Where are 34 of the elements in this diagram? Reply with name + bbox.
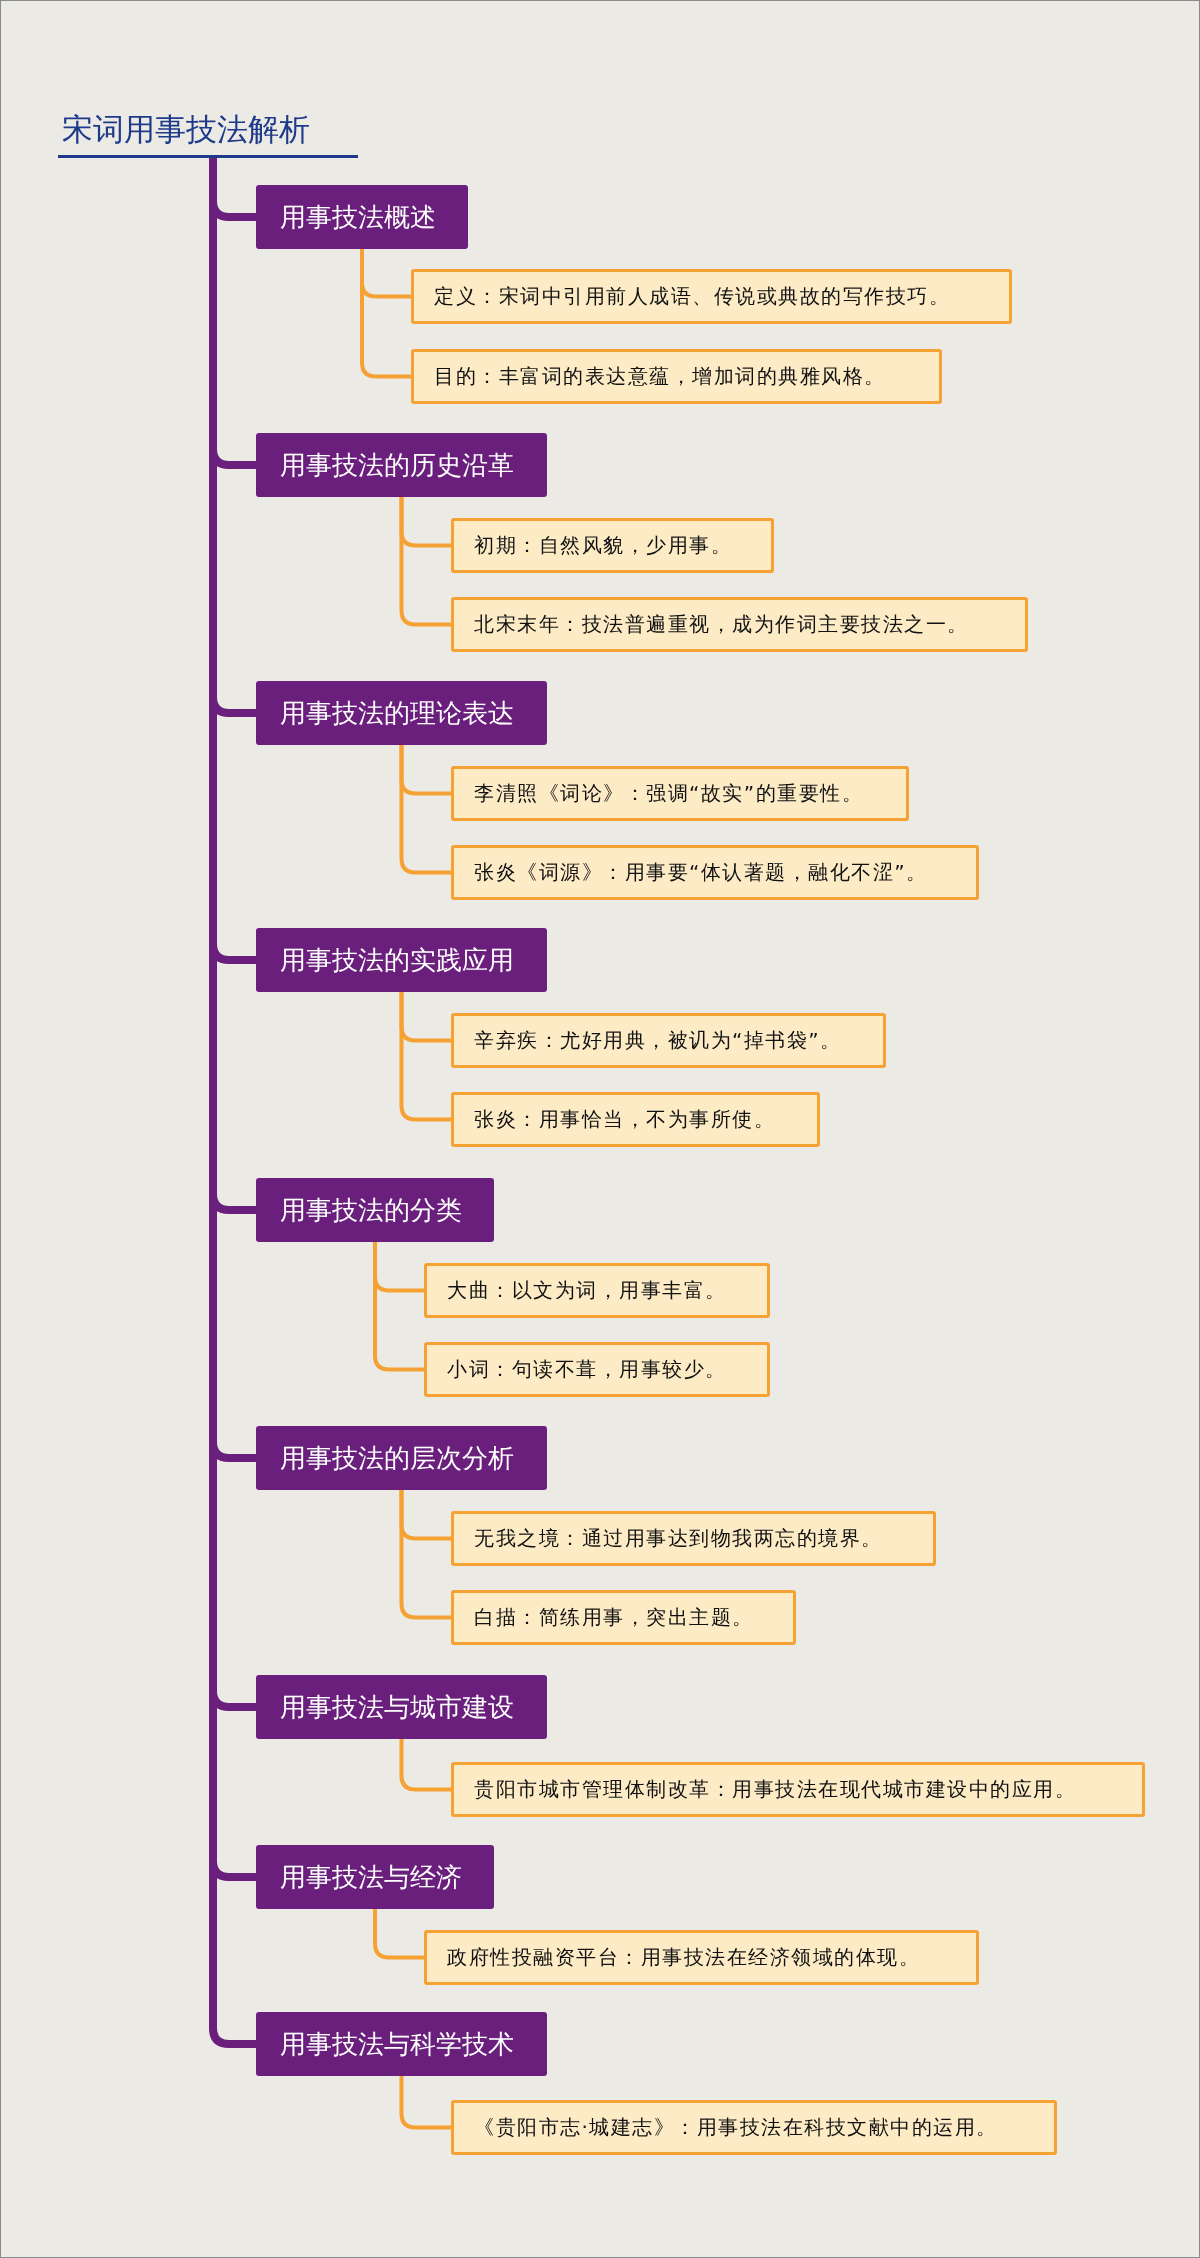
subtopic-box: 无我之境：通过用事达到物我两忘的境界。 xyxy=(451,1511,936,1566)
topic-box: 用事技法的分类 xyxy=(256,1178,494,1242)
subtopic-box: 目的：丰富词的表达意蕴，增加词的典雅风格。 xyxy=(411,349,942,404)
branch-line xyxy=(399,1490,451,1620)
branch-line xyxy=(399,2076,451,2130)
subtopic-box: 定义：宋词中引用前人成语、传说或典故的写作技巧。 xyxy=(411,269,1012,324)
branch-line xyxy=(399,1739,451,1792)
branch-line xyxy=(399,497,451,627)
topic-box: 用事技法与城市建设 xyxy=(256,1675,547,1739)
subtopic-box: 辛弃疾：尤好用典，被讥为“掉书袋”。 xyxy=(451,1013,886,1068)
subtopic-box: 《贵阳市志·城建志》：用事技法在科技文献中的运用。 xyxy=(451,2100,1057,2155)
topic-box: 用事技法与经济 xyxy=(256,1845,494,1909)
topic-box: 用事技法的层次分析 xyxy=(256,1426,547,1490)
topic-box: 用事技法概述 xyxy=(256,185,468,249)
subtopic-box: 白描：简练用事，突出主题。 xyxy=(451,1590,796,1645)
topic-box: 用事技法的实践应用 xyxy=(256,928,547,992)
subtopic-box: 政府性投融资平台：用事技法在经济领域的体现。 xyxy=(424,1930,979,1985)
subtopic-box: 张炎：用事恰当，不为事所使。 xyxy=(451,1092,820,1147)
topic-box: 用事技法的理论表达 xyxy=(256,681,547,745)
subtopic-box: 李清照《词论》：强调“故实”的重要性。 xyxy=(451,766,909,821)
branch-line xyxy=(360,249,411,379)
subtopic-box: 小词：句读不葺，用事较少。 xyxy=(424,1342,770,1397)
branch-line xyxy=(373,1242,424,1372)
branch-line xyxy=(399,745,451,875)
topic-box: 用事技法与科学技术 xyxy=(256,2012,547,2076)
subtopic-box: 初期：自然风貌，少用事。 xyxy=(451,518,774,573)
subtopic-box: 大曲：以文为词，用事丰富。 xyxy=(424,1263,770,1318)
subtopic-box: 北宋末年：技法普遍重视，成为作词主要技法之一。 xyxy=(451,597,1028,652)
branch-line xyxy=(373,1909,424,1960)
subtopic-box: 张炎《词源》：用事要“体认著题，融化不涩”。 xyxy=(451,845,979,900)
subtopic-box: 贵阳市城市管理体制改革：用事技法在现代城市建设中的应用。 xyxy=(451,1762,1145,1817)
topic-box: 用事技法的历史沿革 xyxy=(256,433,547,497)
title-text: 宋词用事技法解析 xyxy=(58,104,358,158)
branch-line xyxy=(399,992,451,1122)
